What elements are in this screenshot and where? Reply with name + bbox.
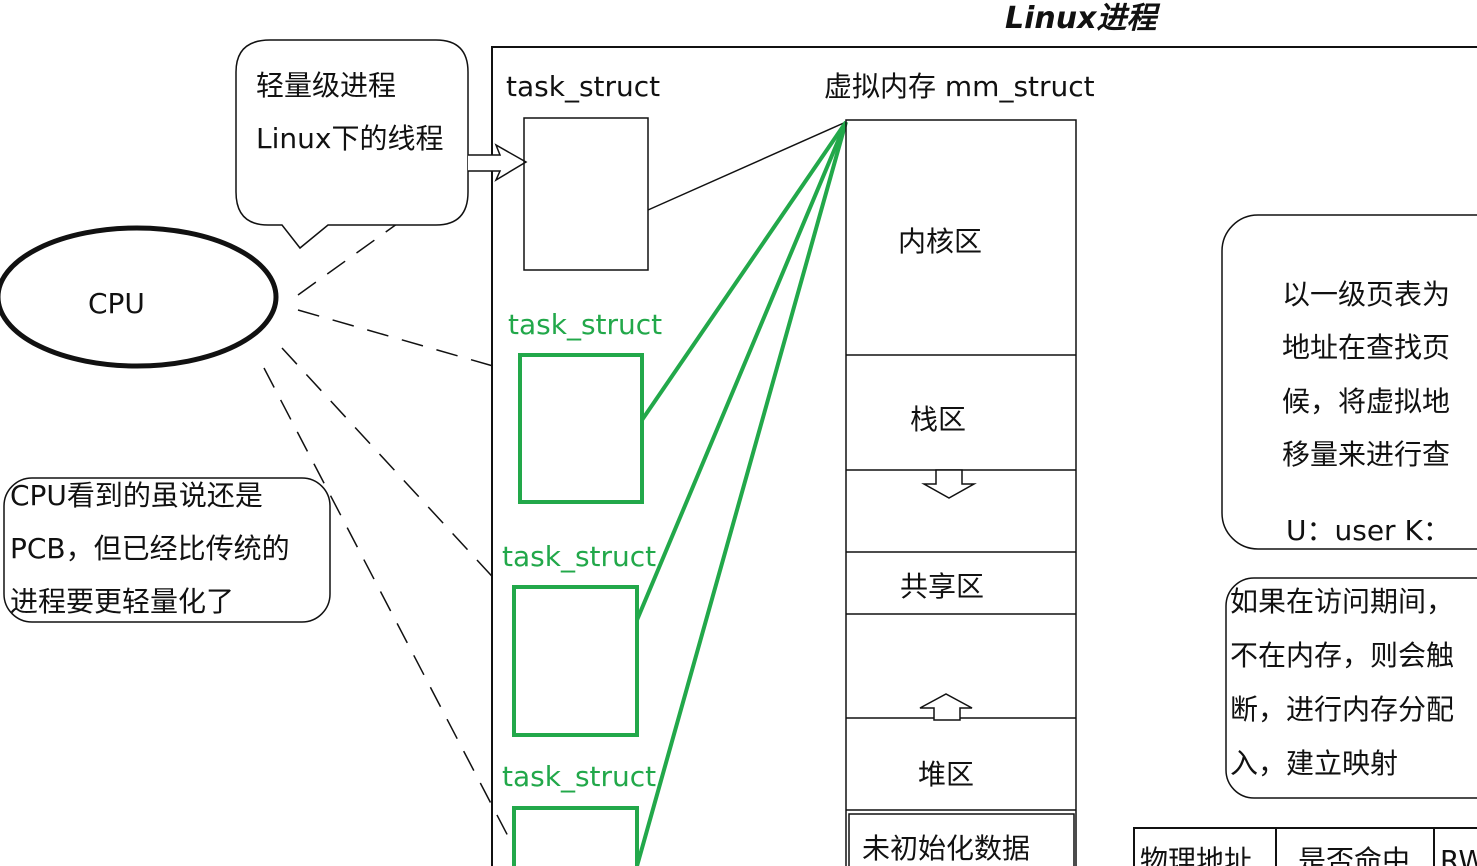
task-struct-box-1 xyxy=(523,117,649,271)
uninit-data-box xyxy=(848,813,1075,866)
heap-grow-up-icon xyxy=(919,693,973,721)
task-struct-label-1: task_struct xyxy=(506,70,660,103)
left-note-line-1: CPU看到的虽说还是 xyxy=(10,479,263,512)
thread-shared-mm-links xyxy=(635,120,848,866)
stack-grow-down-icon xyxy=(921,469,977,499)
fault-note-line-2: 不在内存，则会触 xyxy=(1230,639,1454,672)
table-header-hit: 是否命中 xyxy=(1298,844,1410,866)
task-struct-label-3: task_struct xyxy=(502,540,656,573)
diagram-title: Linux进程 xyxy=(1005,1,1160,36)
task-struct-label-2: task_struct xyxy=(508,308,662,341)
left-note-line-2: PCB，但已经比传统的 xyxy=(10,532,290,565)
bubble-line-2: Linux下的线程 xyxy=(256,122,443,155)
region-heap: 堆区 xyxy=(918,758,974,791)
bubble-line-1: 轻量级进程 xyxy=(256,69,396,102)
table-header-rw: RW xyxy=(1440,844,1477,866)
link-main-thread xyxy=(647,121,847,211)
page-note-line-5: U：user K： xyxy=(1286,514,1451,547)
hollow-arrow-icon xyxy=(468,143,528,182)
page-table-grid xyxy=(1133,827,1477,866)
mm-struct-label: 虚拟内存 mm_struct xyxy=(824,70,1095,103)
virtual-memory-column xyxy=(845,119,1077,866)
process-frame xyxy=(491,46,1477,866)
task-struct-label-4: task_struct xyxy=(502,760,656,793)
region-stack: 栈区 xyxy=(910,403,966,436)
task-struct-box-4 xyxy=(512,806,639,866)
cpu-ellipse xyxy=(0,225,279,369)
note-cpu-pcb xyxy=(3,477,331,623)
page-note-line-3: 候，将虚拟地 xyxy=(1282,385,1450,418)
page-note-line-4: 移量来进行查 xyxy=(1282,438,1450,471)
left-note-line-3: 进程要更轻量化了 xyxy=(10,585,234,618)
fault-note-line-1: 如果在访问期间， xyxy=(1230,585,1454,618)
region-uninit-data: 未初始化数据 xyxy=(862,832,1030,865)
table-header-physical-address: 物理地址 xyxy=(1140,844,1252,866)
fault-note-line-3: 断，进行内存分配 xyxy=(1230,693,1454,726)
page-note-line-1: 以一级页表为 xyxy=(1282,278,1450,311)
speech-bubble-thread xyxy=(235,39,469,250)
note-page-table xyxy=(1221,214,1477,550)
cpu-dashed-links xyxy=(263,149,511,841)
region-shared: 共享区 xyxy=(900,570,984,603)
task-struct-box-2 xyxy=(518,353,644,504)
cpu-label: CPU xyxy=(88,287,145,320)
note-page-fault xyxy=(1225,577,1477,799)
task-struct-box-3 xyxy=(512,585,639,737)
page-note-line-2: 地址在查找页 xyxy=(1282,331,1450,364)
region-kernel: 内核区 xyxy=(898,225,982,258)
fault-note-line-4: 入，建立映射 xyxy=(1230,747,1398,780)
